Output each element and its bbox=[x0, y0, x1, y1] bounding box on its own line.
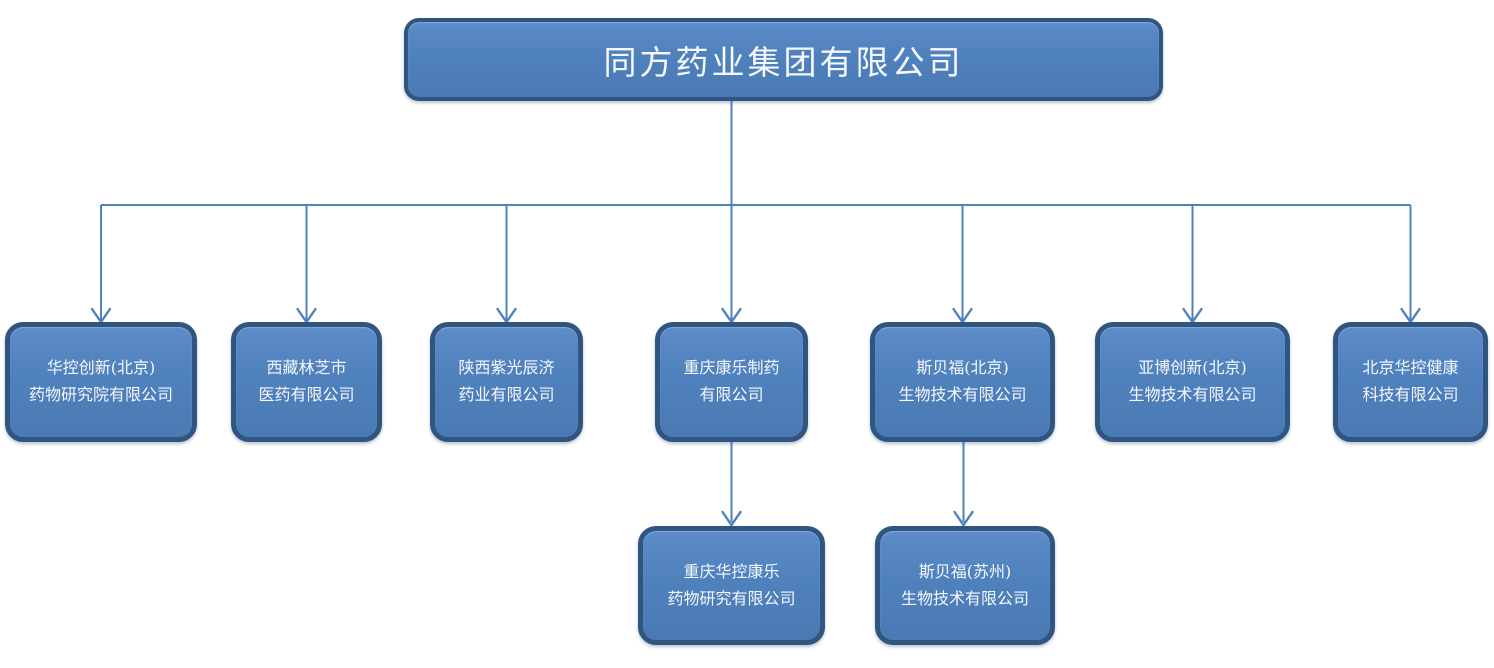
node-beijing-huakong-health: 北京华控健康 科技有限公司 bbox=[1333, 322, 1488, 442]
node-label: 华控创新(北京) 药物研究院有限公司 bbox=[10, 355, 192, 409]
company-name-line1: 北京华控健康 bbox=[1362, 358, 1459, 378]
node-label: 斯贝福(苏州) 生物技术有限公司 bbox=[880, 559, 1050, 613]
company-name-line2: 药物研究有限公司 bbox=[667, 588, 796, 608]
company-name-line1: 斯贝福(北京) bbox=[916, 358, 1009, 378]
node-label: 亚博创新(北京) 生物技术有限公司 bbox=[1100, 355, 1285, 409]
company-name-line1: 斯贝福(苏州) bbox=[918, 561, 1012, 581]
company-name-line2: 科技有限公司 bbox=[1362, 385, 1459, 404]
node-label: 同方药业集团有限公司 bbox=[408, 36, 1159, 84]
node-label: 斯贝福(北京) 生物技术有限公司 bbox=[875, 355, 1050, 409]
arrowhead-icon bbox=[721, 510, 742, 528]
node-chongqing-huakong-kangle: 重庆华控康乐 药物研究有限公司 bbox=[638, 526, 825, 645]
node-chongqing-kangle: 重庆康乐制药 有限公司 bbox=[655, 322, 808, 442]
company-name-line2: 药业有限公司 bbox=[458, 385, 555, 404]
company-name: 同方药业集团有限公司 bbox=[603, 42, 964, 82]
company-name-line2: 生物技术有限公司 bbox=[1128, 385, 1257, 404]
company-name-line1: 重庆华控康乐 bbox=[683, 561, 780, 581]
node-huakong-chuangxin-beijing: 华控创新(北京) 药物研究院有限公司 bbox=[5, 322, 197, 442]
node-label: 西藏林芝市 医药有限公司 bbox=[236, 355, 377, 409]
company-name-line2: 药物研究院有限公司 bbox=[28, 385, 173, 404]
node-xizang-linzhi: 西藏林芝市 医药有限公司 bbox=[231, 322, 382, 442]
company-name-line2: 生物技术有限公司 bbox=[898, 385, 1027, 404]
node-sibeifu-beijing: 斯贝福(北京) 生物技术有限公司 bbox=[870, 322, 1055, 442]
node-label: 北京华控健康 科技有限公司 bbox=[1338, 355, 1483, 409]
company-name-line1: 华控创新(北京) bbox=[46, 358, 156, 378]
company-name-line1: 亚博创新(北京) bbox=[1138, 358, 1247, 378]
node-yabo-chuangxin-beijing: 亚博创新(北京) 生物技术有限公司 bbox=[1095, 322, 1290, 442]
node-label: 重庆康乐制药 有限公司 bbox=[660, 355, 803, 409]
node-label: 陕西紫光辰济 药业有限公司 bbox=[435, 355, 578, 409]
company-name-line1: 重庆康乐制药 bbox=[683, 358, 780, 378]
company-name-line2: 生物技术有限公司 bbox=[900, 588, 1029, 608]
arrowhead-icon bbox=[953, 510, 974, 528]
company-name-line1: 陕西紫光辰济 bbox=[458, 358, 555, 378]
company-name-line2: 有限公司 bbox=[699, 385, 764, 404]
node-shaanxi-ziguang-chenji: 陕西紫光辰济 药业有限公司 bbox=[430, 322, 583, 442]
company-name-line2: 医药有限公司 bbox=[258, 385, 355, 404]
node-sibeifu-suzhou: 斯贝福(苏州) 生物技术有限公司 bbox=[875, 526, 1055, 645]
node-tongfang-group: 同方药业集团有限公司 bbox=[404, 18, 1163, 101]
company-name-line1: 西藏林芝市 bbox=[266, 358, 347, 378]
node-label: 重庆华控康乐 药物研究有限公司 bbox=[643, 559, 820, 613]
